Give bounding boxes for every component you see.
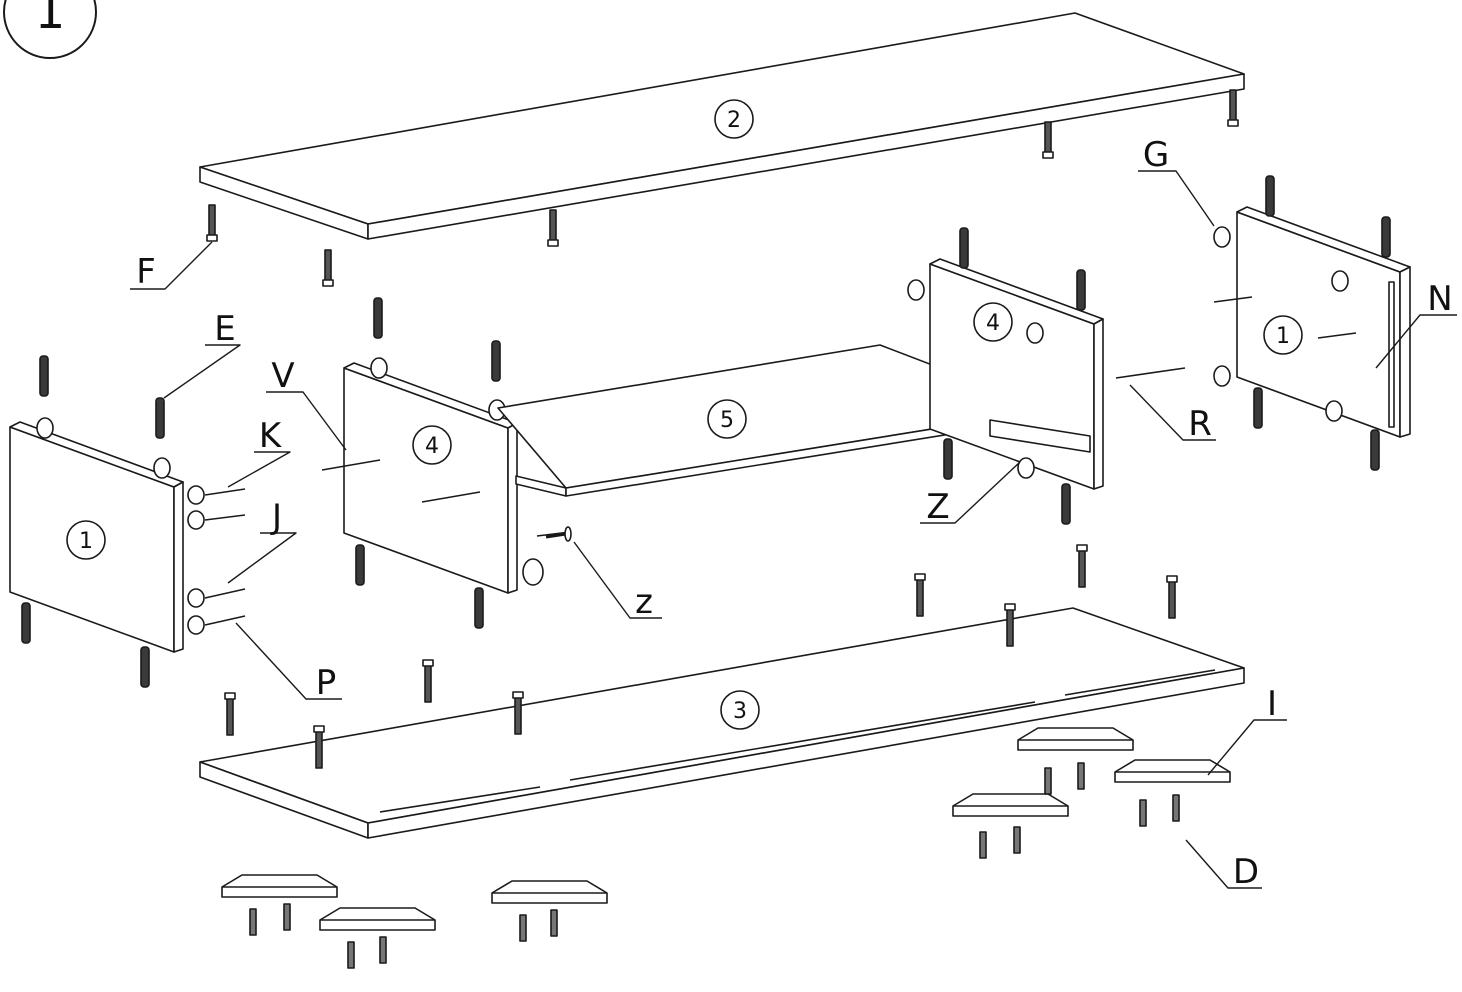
wooden-dowels-e bbox=[21, 175, 1391, 688]
label-g: G bbox=[1143, 135, 1169, 175]
top-panel-number: 2 bbox=[727, 108, 741, 133]
label-e: E bbox=[214, 309, 235, 349]
cam-bolts-f bbox=[206, 89, 1239, 287]
bottom-panel: 3 bbox=[199, 607, 1245, 839]
shelf-panel: 5 bbox=[497, 344, 1051, 497]
label-v: V bbox=[271, 356, 294, 396]
step-number: 1 bbox=[35, 0, 66, 40]
left-side-panel: 1 bbox=[9, 417, 246, 653]
label-j: J bbox=[270, 497, 282, 537]
top-panel: 2 bbox=[199, 12, 1245, 240]
right-side-panel-number: 1 bbox=[1276, 324, 1290, 349]
right-side-panel: 1 bbox=[1213, 206, 1411, 438]
leaders bbox=[130, 170, 1457, 889]
labels: F E V K J P z Z R G N I D bbox=[136, 135, 1453, 892]
label-i: I bbox=[1267, 684, 1277, 724]
right-partition-panel: 4 bbox=[907, 258, 1186, 490]
screw-z bbox=[545, 526, 572, 542]
bottom-cam-bolts bbox=[224, 544, 1178, 769]
label-f: F bbox=[136, 252, 156, 292]
label-z-large: Z bbox=[926, 487, 949, 527]
label-n: N bbox=[1427, 279, 1452, 319]
label-r: R bbox=[1188, 404, 1212, 444]
right-partition-number: 4 bbox=[986, 311, 1000, 336]
label-d: D bbox=[1233, 852, 1259, 892]
label-z-small: z bbox=[635, 582, 653, 622]
furniture-feet bbox=[221, 727, 1231, 931]
shelf-number: 5 bbox=[720, 408, 734, 433]
left-partition-number: 4 bbox=[425, 434, 439, 459]
bottom-panel-number: 3 bbox=[733, 699, 747, 724]
left-side-panel-number: 1 bbox=[79, 529, 93, 554]
foot-screws-d bbox=[249, 762, 1180, 969]
left-partition-panel: 4 bbox=[321, 357, 571, 594]
label-p: P bbox=[316, 663, 337, 703]
label-k: K bbox=[259, 416, 283, 456]
step-marker: 1 bbox=[3, 0, 97, 59]
